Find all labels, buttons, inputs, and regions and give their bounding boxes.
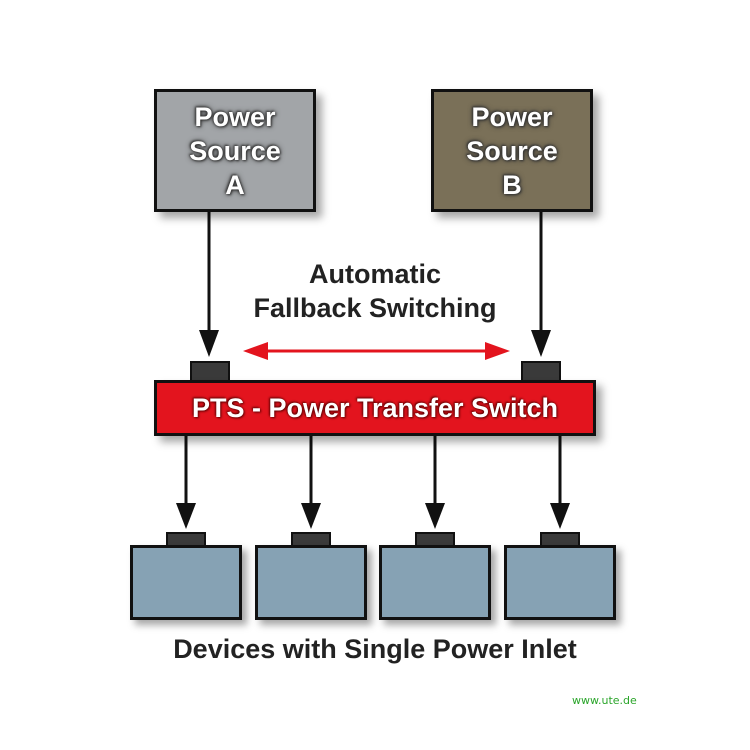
output-arrowhead-2 <box>301 503 321 529</box>
source-b-line-3: B <box>502 169 522 200</box>
source-b-line-1: Power <box>471 101 553 132</box>
source-a-arrowhead <box>199 330 219 357</box>
power-transfer-switch: PTS - Power Transfer Switch <box>154 380 596 436</box>
power-source-b-box: Power Source B <box>431 89 593 212</box>
power-source-a-box: Power Source A <box>154 89 316 212</box>
fallback-arrowhead-right <box>485 342 510 360</box>
output-arrowhead-3 <box>425 503 445 529</box>
device-box-1 <box>130 545 242 620</box>
source-b-arrowhead <box>531 330 551 357</box>
pts-label: PTS - Power Transfer Switch <box>191 392 559 423</box>
device-box-2 <box>255 545 367 620</box>
output-arrowhead-4 <box>550 503 570 529</box>
fallback-label-line-2: Fallback Switching <box>253 293 497 323</box>
source-b-line-2: Source <box>466 135 558 166</box>
fallback-label-line-1: Automatic <box>308 259 441 289</box>
pts-input-socket-b <box>521 361 561 382</box>
pts-input-socket-a <box>190 361 230 382</box>
fallback-arrowhead-left <box>243 342 268 360</box>
device-box-3 <box>379 545 491 620</box>
source-a-line-1: Power <box>194 101 276 132</box>
source-a-line-2: Source <box>189 135 281 166</box>
output-arrowhead-1 <box>176 503 196 529</box>
source-a-line-3: A <box>225 169 245 200</box>
devices-label: Devices with Single Power Inlet <box>173 634 577 664</box>
watermark: www.ute.de <box>572 694 637 707</box>
device-box-4 <box>504 545 616 620</box>
fallback-switching-label: Automatic Fallback Switching <box>0 257 750 325</box>
